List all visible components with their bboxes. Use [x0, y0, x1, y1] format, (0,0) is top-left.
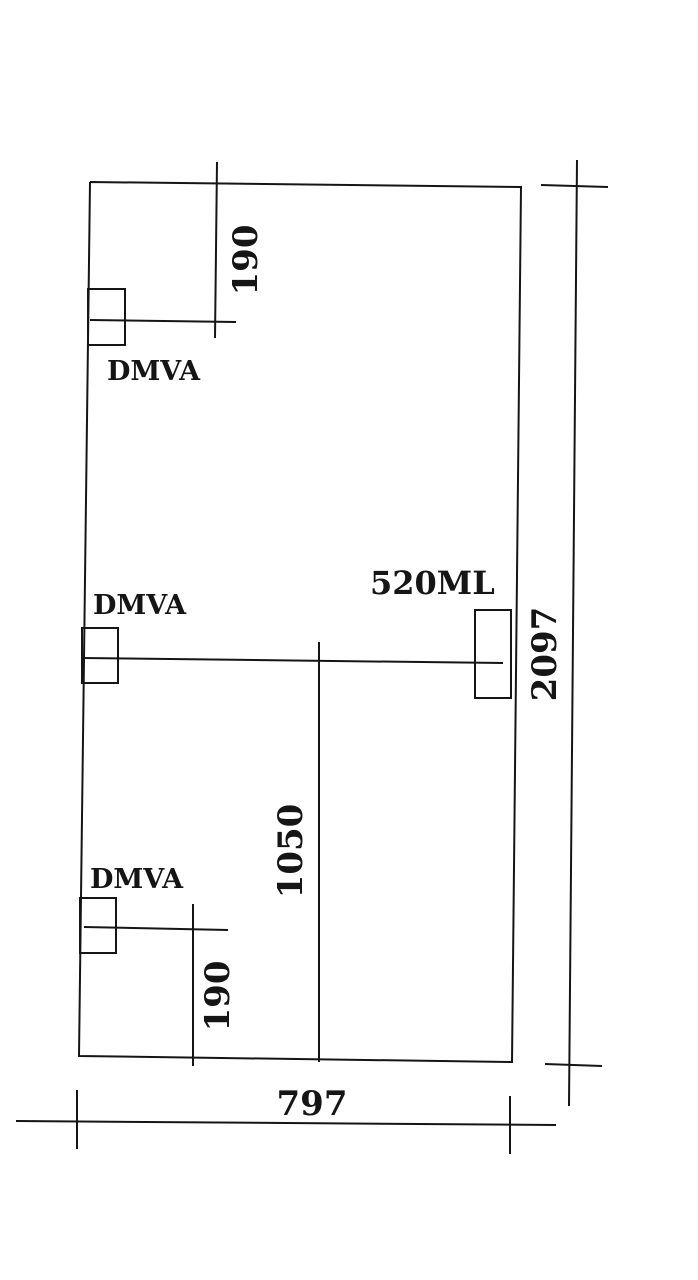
middle-device-label: DMVA	[93, 590, 187, 621]
plan-outline	[77, 181, 523, 1064]
height-dimension-bottom-tick	[544, 1063, 603, 1067]
center-offset-dimension: 1050	[271, 804, 311, 899]
top-offset-dimension: 190	[226, 225, 266, 296]
height-dimension-value: 2097	[525, 607, 565, 702]
top-device-leader	[89, 319, 237, 323]
bottom-device-symbol	[79, 897, 117, 954]
top-offset-line	[214, 161, 218, 339]
bottom-device-label: DMVA	[90, 864, 184, 895]
middle-device-symbol	[81, 627, 119, 684]
bottom-device-leader	[83, 926, 229, 931]
width-dimension-line	[15, 1120, 557, 1126]
top-device-label: DMVA	[107, 356, 201, 387]
height-dimension-top-tick	[540, 184, 609, 188]
right-device-symbol	[474, 609, 512, 699]
top-device-symbol	[87, 288, 126, 346]
width-dimension-value: 797	[277, 1084, 348, 1124]
bottom-offset-dimension: 190	[198, 961, 238, 1032]
middle-connection-line	[81, 657, 504, 664]
height-dimension-line	[568, 159, 578, 1107]
right-device-label: 520ML	[370, 564, 495, 602]
